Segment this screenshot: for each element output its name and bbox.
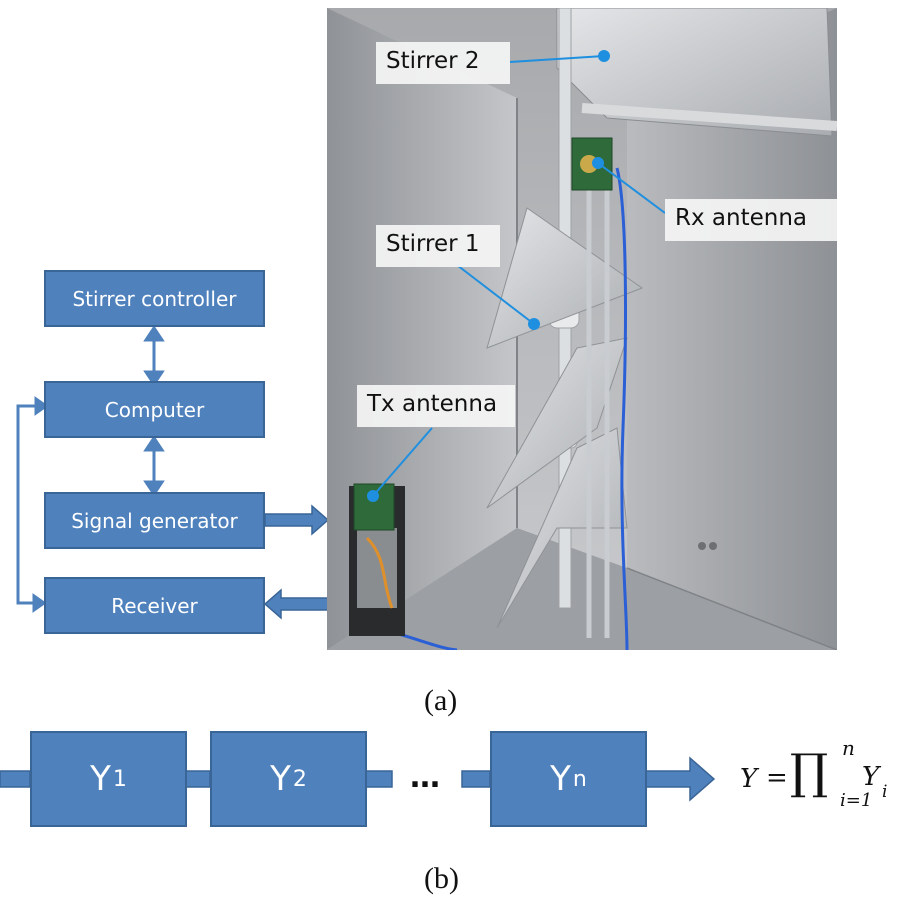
block-y2-sub: 2 bbox=[292, 766, 307, 792]
product-formula: Y = ∏ n i=1 Y i bbox=[740, 736, 898, 832]
callout-tx-antenna: Tx antenna bbox=[357, 385, 515, 427]
block-yn-sub: n bbox=[572, 766, 587, 792]
arrow-receiver-computer-loop bbox=[16, 396, 49, 613]
stirrer-1-blade-upper bbox=[486, 207, 644, 349]
formula-lhs: Y bbox=[740, 764, 758, 794]
receiver-block: Receiver bbox=[44, 577, 265, 634]
right-wall bbox=[627, 8, 837, 650]
output-arrow bbox=[645, 756, 716, 802]
formula-lower: i=1 bbox=[840, 790, 873, 811]
formula-term: Y bbox=[862, 762, 880, 792]
arrow-controller-computer bbox=[143, 325, 165, 387]
arrow-computer-generator bbox=[143, 435, 165, 497]
cascade-ellipsis: … bbox=[410, 760, 440, 795]
callout-stirrer-2: Stirrer 2 bbox=[376, 42, 510, 84]
stirrer-1-blade-middle bbox=[486, 337, 628, 509]
stirrer-1-blade-lower bbox=[496, 427, 628, 629]
leader-rx-antenna bbox=[597, 162, 666, 214]
connector-1-2 bbox=[185, 770, 211, 788]
leader-stirrer-2 bbox=[509, 55, 605, 63]
chamber-illustration bbox=[327, 8, 837, 650]
arrow-generator-chamber bbox=[264, 504, 330, 536]
computer-block: Computer bbox=[44, 381, 265, 438]
floor bbox=[327, 528, 837, 650]
input-stub bbox=[0, 770, 31, 788]
connector-dots-n bbox=[461, 770, 491, 788]
connector-2-dots bbox=[365, 770, 393, 788]
dot-stirrer-2 bbox=[598, 50, 610, 62]
reverberation-chamber-photo bbox=[327, 8, 837, 650]
callout-stirrer-1: Stirrer 1 bbox=[376, 225, 500, 267]
formula-equals: = bbox=[766, 763, 788, 793]
signal-generator-block: Signal generator bbox=[44, 492, 265, 549]
stirrer-controller-block: Stirrer controller bbox=[44, 270, 265, 327]
block-y1-base: Y bbox=[90, 759, 111, 799]
arrow-chamber-receiver bbox=[263, 588, 329, 620]
block-y2-base: Y bbox=[270, 759, 291, 799]
rx-cable bbox=[615, 167, 629, 650]
stirrer-2-bar bbox=[581, 103, 837, 131]
block-y1-sub: 1 bbox=[112, 766, 127, 792]
caption-a: (a) bbox=[424, 684, 458, 717]
dot-tx-antenna bbox=[367, 490, 379, 502]
leader-tx-antenna bbox=[372, 427, 433, 497]
dot-rx-antenna bbox=[592, 157, 604, 169]
formula-product: ∏ bbox=[790, 744, 829, 800]
callout-rx-antenna: Rx antenna bbox=[665, 199, 837, 241]
formula-upper: n bbox=[842, 736, 855, 760]
dot-stirrer-1 bbox=[528, 318, 540, 330]
formula-term-sub: i bbox=[882, 782, 888, 802]
block-yn-base: Y bbox=[550, 759, 571, 799]
leader-stirrer-1 bbox=[456, 264, 535, 325]
caption-b: (b) bbox=[424, 862, 459, 895]
